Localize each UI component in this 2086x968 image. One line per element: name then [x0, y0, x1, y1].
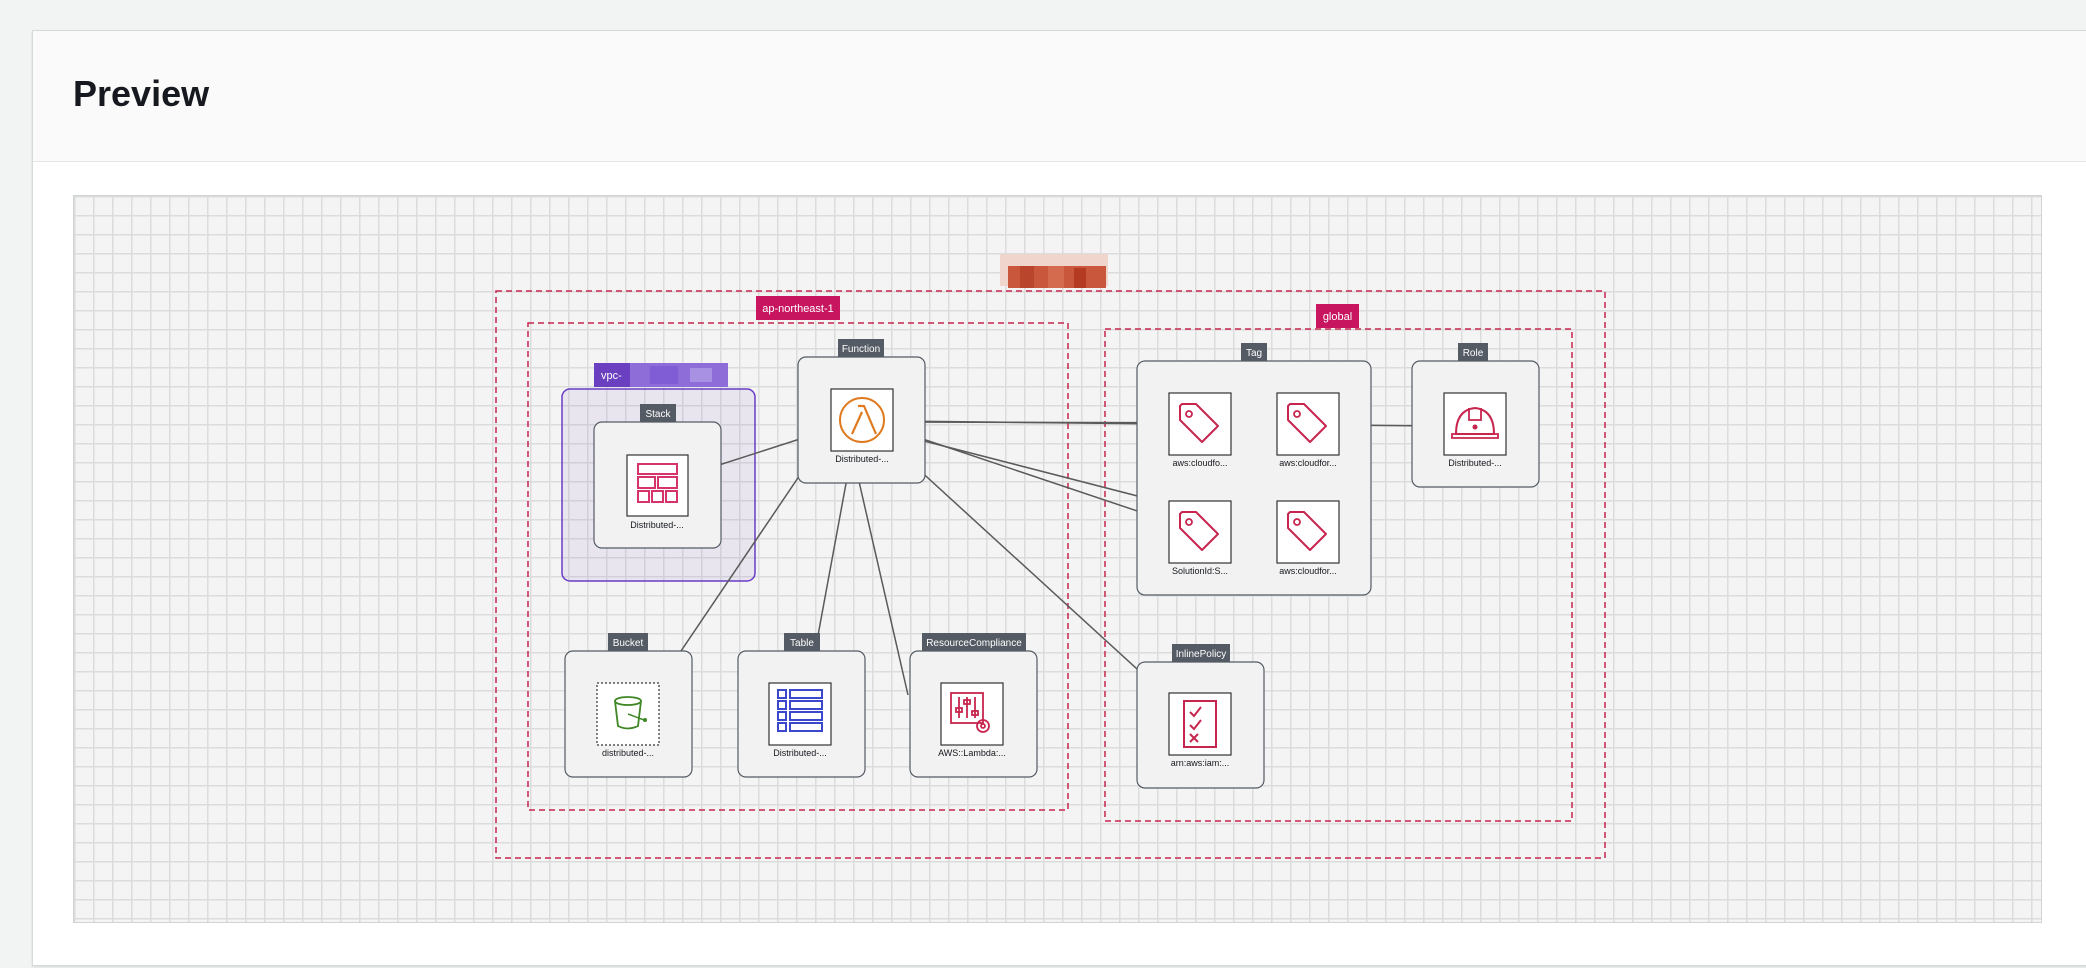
table-node-label: Distributed-... [773, 748, 827, 758]
config-compliance-icon[interactable] [940, 682, 1004, 746]
inline-policy-group-label: InlinePolicy [1176, 649, 1227, 660]
preview-panel: Preview ap-northeast-1 global [32, 30, 2086, 966]
table-group-label: Table [790, 638, 814, 649]
lambda-icon[interactable] [830, 388, 894, 452]
stack-group-label: Stack [645, 409, 671, 420]
cloudformation-stack-icon[interactable] [626, 454, 689, 517]
bucket-node-label: distributed-... [602, 748, 654, 758]
resource-compliance-node-label: AWS::Lambda:... [938, 748, 1006, 758]
inline-policy-node-label: arn:aws:iam:... [1171, 758, 1230, 768]
region-label: ap-northeast-1 [762, 303, 834, 315]
tag-group-label: Tag [1246, 348, 1262, 359]
bucket-group-tab [608, 633, 648, 651]
role-group-label: Role [1463, 348, 1484, 359]
global-label: global [1323, 311, 1352, 323]
global-boundary [1104, 328, 1573, 822]
role-group-tab [1458, 343, 1488, 361]
tag3-node-label: SolutionId:S... [1172, 566, 1228, 576]
role-node-label: Distributed-... [1448, 458, 1502, 468]
edge-function-inlinepolicy [892, 445, 1173, 702]
diagram-canvas[interactable]: ap-northeast-1 global vpc- [73, 195, 2042, 923]
vpc-label: vpc- [601, 370, 622, 382]
resource-compliance-group-label: ResourceCompliance [926, 638, 1022, 649]
inline-policy-group-tab [1172, 644, 1230, 662]
function-group-tab [838, 339, 884, 357]
tag-icon[interactable] [1276, 500, 1340, 564]
tag-group-tab [1241, 343, 1267, 361]
function-group-label: Function [842, 344, 880, 355]
page-title: Preview [73, 73, 210, 114]
vpc-tag: vpc- [594, 363, 728, 387]
tag-icon[interactable] [1168, 500, 1232, 564]
architecture-diagram[interactable]: ap-northeast-1 global vpc- [74, 196, 2041, 922]
resource-compliance-group-tab [922, 633, 1026, 651]
stack-group-tab [640, 404, 676, 422]
s3-bucket-icon[interactable] [596, 682, 660, 746]
edge-function-compliance [851, 450, 909, 696]
tag4-node-label: aws:cloudfor... [1279, 566, 1337, 576]
function-node-label: Distributed-... [835, 454, 889, 464]
global-tag [1316, 304, 1359, 328]
account-label-redacted [1000, 254, 1108, 288]
bucket-group-label: Bucket [613, 638, 644, 649]
table-group-tab [784, 633, 820, 651]
account-boundary [495, 290, 1606, 859]
panel-header: Preview [33, 31, 2086, 162]
policy-checklist-icon[interactable] [1168, 692, 1232, 756]
dynamodb-table-icon[interactable] [768, 682, 832, 746]
region-boundary [527, 322, 1069, 811]
tag1-node-label: aws:cloudfo... [1172, 458, 1227, 468]
tag-icon[interactable] [1276, 392, 1340, 456]
region-tag [756, 296, 840, 320]
tag2-node-label: aws:cloudfor... [1279, 458, 1337, 468]
iam-role-helmet-icon[interactable] [1443, 392, 1507, 456]
tag-icon[interactable] [1168, 392, 1232, 456]
stack-node-label: Distributed-... [630, 520, 684, 530]
